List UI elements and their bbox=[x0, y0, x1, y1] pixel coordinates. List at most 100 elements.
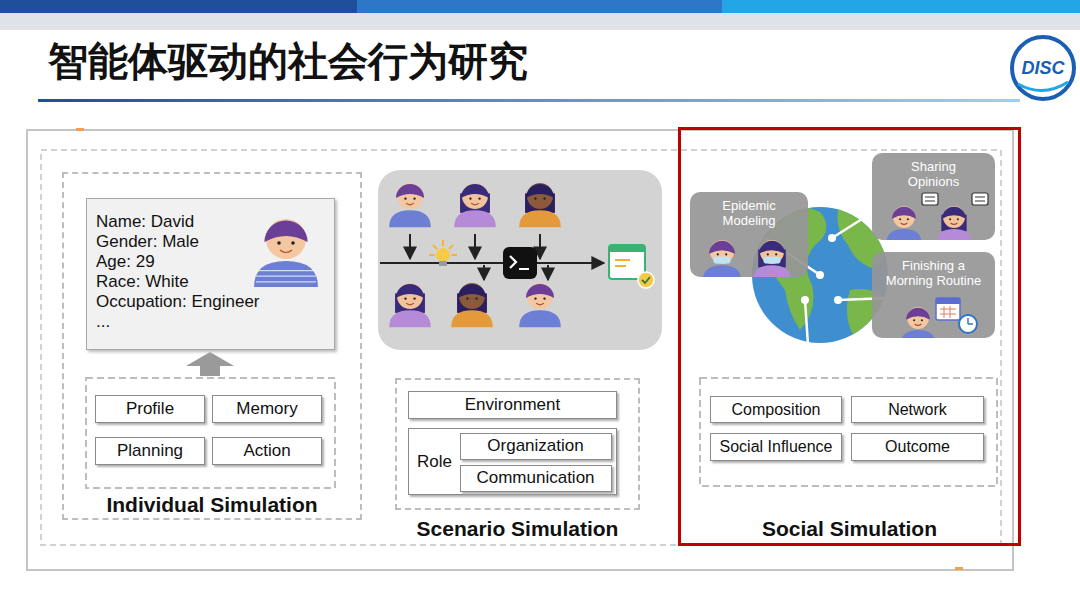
text-group: Finishing a Morning Routine bbox=[878, 252, 990, 288]
text-group: Planning bbox=[117, 441, 183, 461]
module-box: Environment bbox=[408, 391, 617, 419]
title-underline bbox=[38, 99, 1020, 102]
mouth bbox=[406, 203, 414, 205]
header-bar bbox=[0, 0, 357, 13]
module-box: Network bbox=[851, 396, 984, 423]
hair bbox=[458, 284, 486, 298]
speech-bubble bbox=[972, 193, 988, 205]
module-box: Social Influence bbox=[710, 433, 842, 461]
person-icon bbox=[900, 307, 935, 338]
hair bbox=[942, 207, 966, 219]
eye bbox=[543, 197, 545, 199]
person-icon bbox=[753, 240, 791, 277]
bulb-ray bbox=[451, 254, 457, 256]
orange-tick bbox=[955, 567, 963, 570]
logo-swoosh bbox=[1018, 82, 1068, 91]
shoulders bbox=[753, 265, 791, 277]
scenario-panel bbox=[378, 170, 662, 350]
eye bbox=[534, 197, 536, 199]
mouth bbox=[406, 303, 414, 305]
person-icon bbox=[519, 183, 561, 227]
bubble-lines bbox=[975, 197, 985, 201]
eye bbox=[767, 253, 769, 255]
bulb-ray bbox=[433, 245, 437, 249]
module-box: Outcome bbox=[851, 433, 984, 461]
eye bbox=[413, 297, 415, 299]
mouth bbox=[901, 223, 908, 224]
bulb-ray bbox=[442, 240, 444, 246]
box-label: Composition bbox=[732, 401, 821, 419]
text-group: Composition bbox=[732, 401, 821, 419]
eye bbox=[534, 297, 536, 299]
terminal-prompt bbox=[510, 256, 529, 269]
logo-ring bbox=[1012, 37, 1074, 99]
scenario-callout: Sharing Opinions bbox=[872, 153, 995, 240]
hair bbox=[396, 284, 424, 298]
shirt-stripe bbox=[256, 276, 316, 277]
head bbox=[760, 240, 784, 264]
eye bbox=[717, 253, 719, 255]
text-group: Social Influence bbox=[720, 438, 833, 456]
eye bbox=[907, 218, 909, 220]
eye bbox=[413, 197, 415, 199]
scenario-callout: Epidemic Modeling bbox=[690, 192, 808, 277]
module-box: Profile bbox=[95, 395, 205, 423]
text-group: Communication bbox=[476, 468, 594, 488]
box-label: Planning bbox=[117, 441, 183, 461]
eye bbox=[921, 319, 923, 321]
header-bar bbox=[0, 0, 1080, 30]
shoulders bbox=[454, 210, 496, 227]
text-group: Individual Simulation bbox=[64, 493, 360, 517]
shoulders bbox=[703, 265, 741, 277]
module-group-frame bbox=[700, 378, 997, 486]
eye bbox=[949, 218, 951, 220]
module-box: Action bbox=[212, 437, 322, 465]
head bbox=[710, 240, 734, 264]
scenario-callout: Finishing a Morning Routine bbox=[872, 252, 995, 338]
eye bbox=[404, 297, 406, 299]
up-block-arrow bbox=[186, 352, 234, 376]
eye bbox=[478, 197, 480, 199]
box-label: Network bbox=[888, 401, 947, 419]
hair bbox=[461, 184, 489, 198]
orange-tick bbox=[76, 128, 84, 131]
bulb-ray bbox=[449, 245, 453, 249]
eye bbox=[466, 297, 468, 299]
box-label: Epidemic Modeling bbox=[709, 198, 789, 228]
bulb bbox=[436, 248, 450, 262]
box-label: Environment bbox=[465, 395, 560, 415]
text-group: Sharing Opinions bbox=[894, 153, 974, 189]
leader-line bbox=[805, 300, 808, 345]
flow-drop bbox=[409, 234, 411, 259]
module-group-frame bbox=[86, 378, 335, 488]
box-label: Finishing a Morning Routine bbox=[878, 258, 990, 288]
simulation-panel: EnvironmentOrganizationCommunicationRole… bbox=[395, 378, 640, 510]
hair bbox=[906, 308, 930, 320]
eye bbox=[913, 319, 915, 321]
profile-field: Gender: Male bbox=[96, 232, 334, 252]
person-icon bbox=[519, 283, 561, 327]
person-icon bbox=[703, 240, 741, 277]
text-group: Profile bbox=[126, 399, 174, 419]
head bbox=[893, 206, 915, 228]
text-group: Outcome bbox=[885, 438, 950, 456]
leader-dot bbox=[828, 234, 836, 242]
person-icon bbox=[254, 219, 318, 287]
mouth bbox=[536, 203, 544, 205]
highlight-frame: Epidemic Modeling Sharing OpinionsFinishi… bbox=[678, 127, 1021, 546]
shoulders bbox=[936, 229, 971, 240]
shirt-stripe bbox=[256, 270, 316, 271]
person-icon bbox=[451, 283, 493, 327]
shoulders bbox=[519, 210, 561, 227]
box-label: Communication bbox=[476, 468, 594, 488]
shoulders bbox=[519, 310, 561, 327]
person-icon bbox=[936, 206, 971, 240]
module-box: Composition bbox=[710, 396, 842, 423]
mouth bbox=[951, 223, 958, 224]
eye bbox=[957, 218, 959, 220]
leader-dot bbox=[816, 271, 824, 279]
mouth bbox=[280, 250, 292, 253]
hair bbox=[264, 220, 307, 242]
text-group: Epidemic Modeling bbox=[709, 192, 789, 228]
box-label: Action bbox=[243, 441, 290, 461]
